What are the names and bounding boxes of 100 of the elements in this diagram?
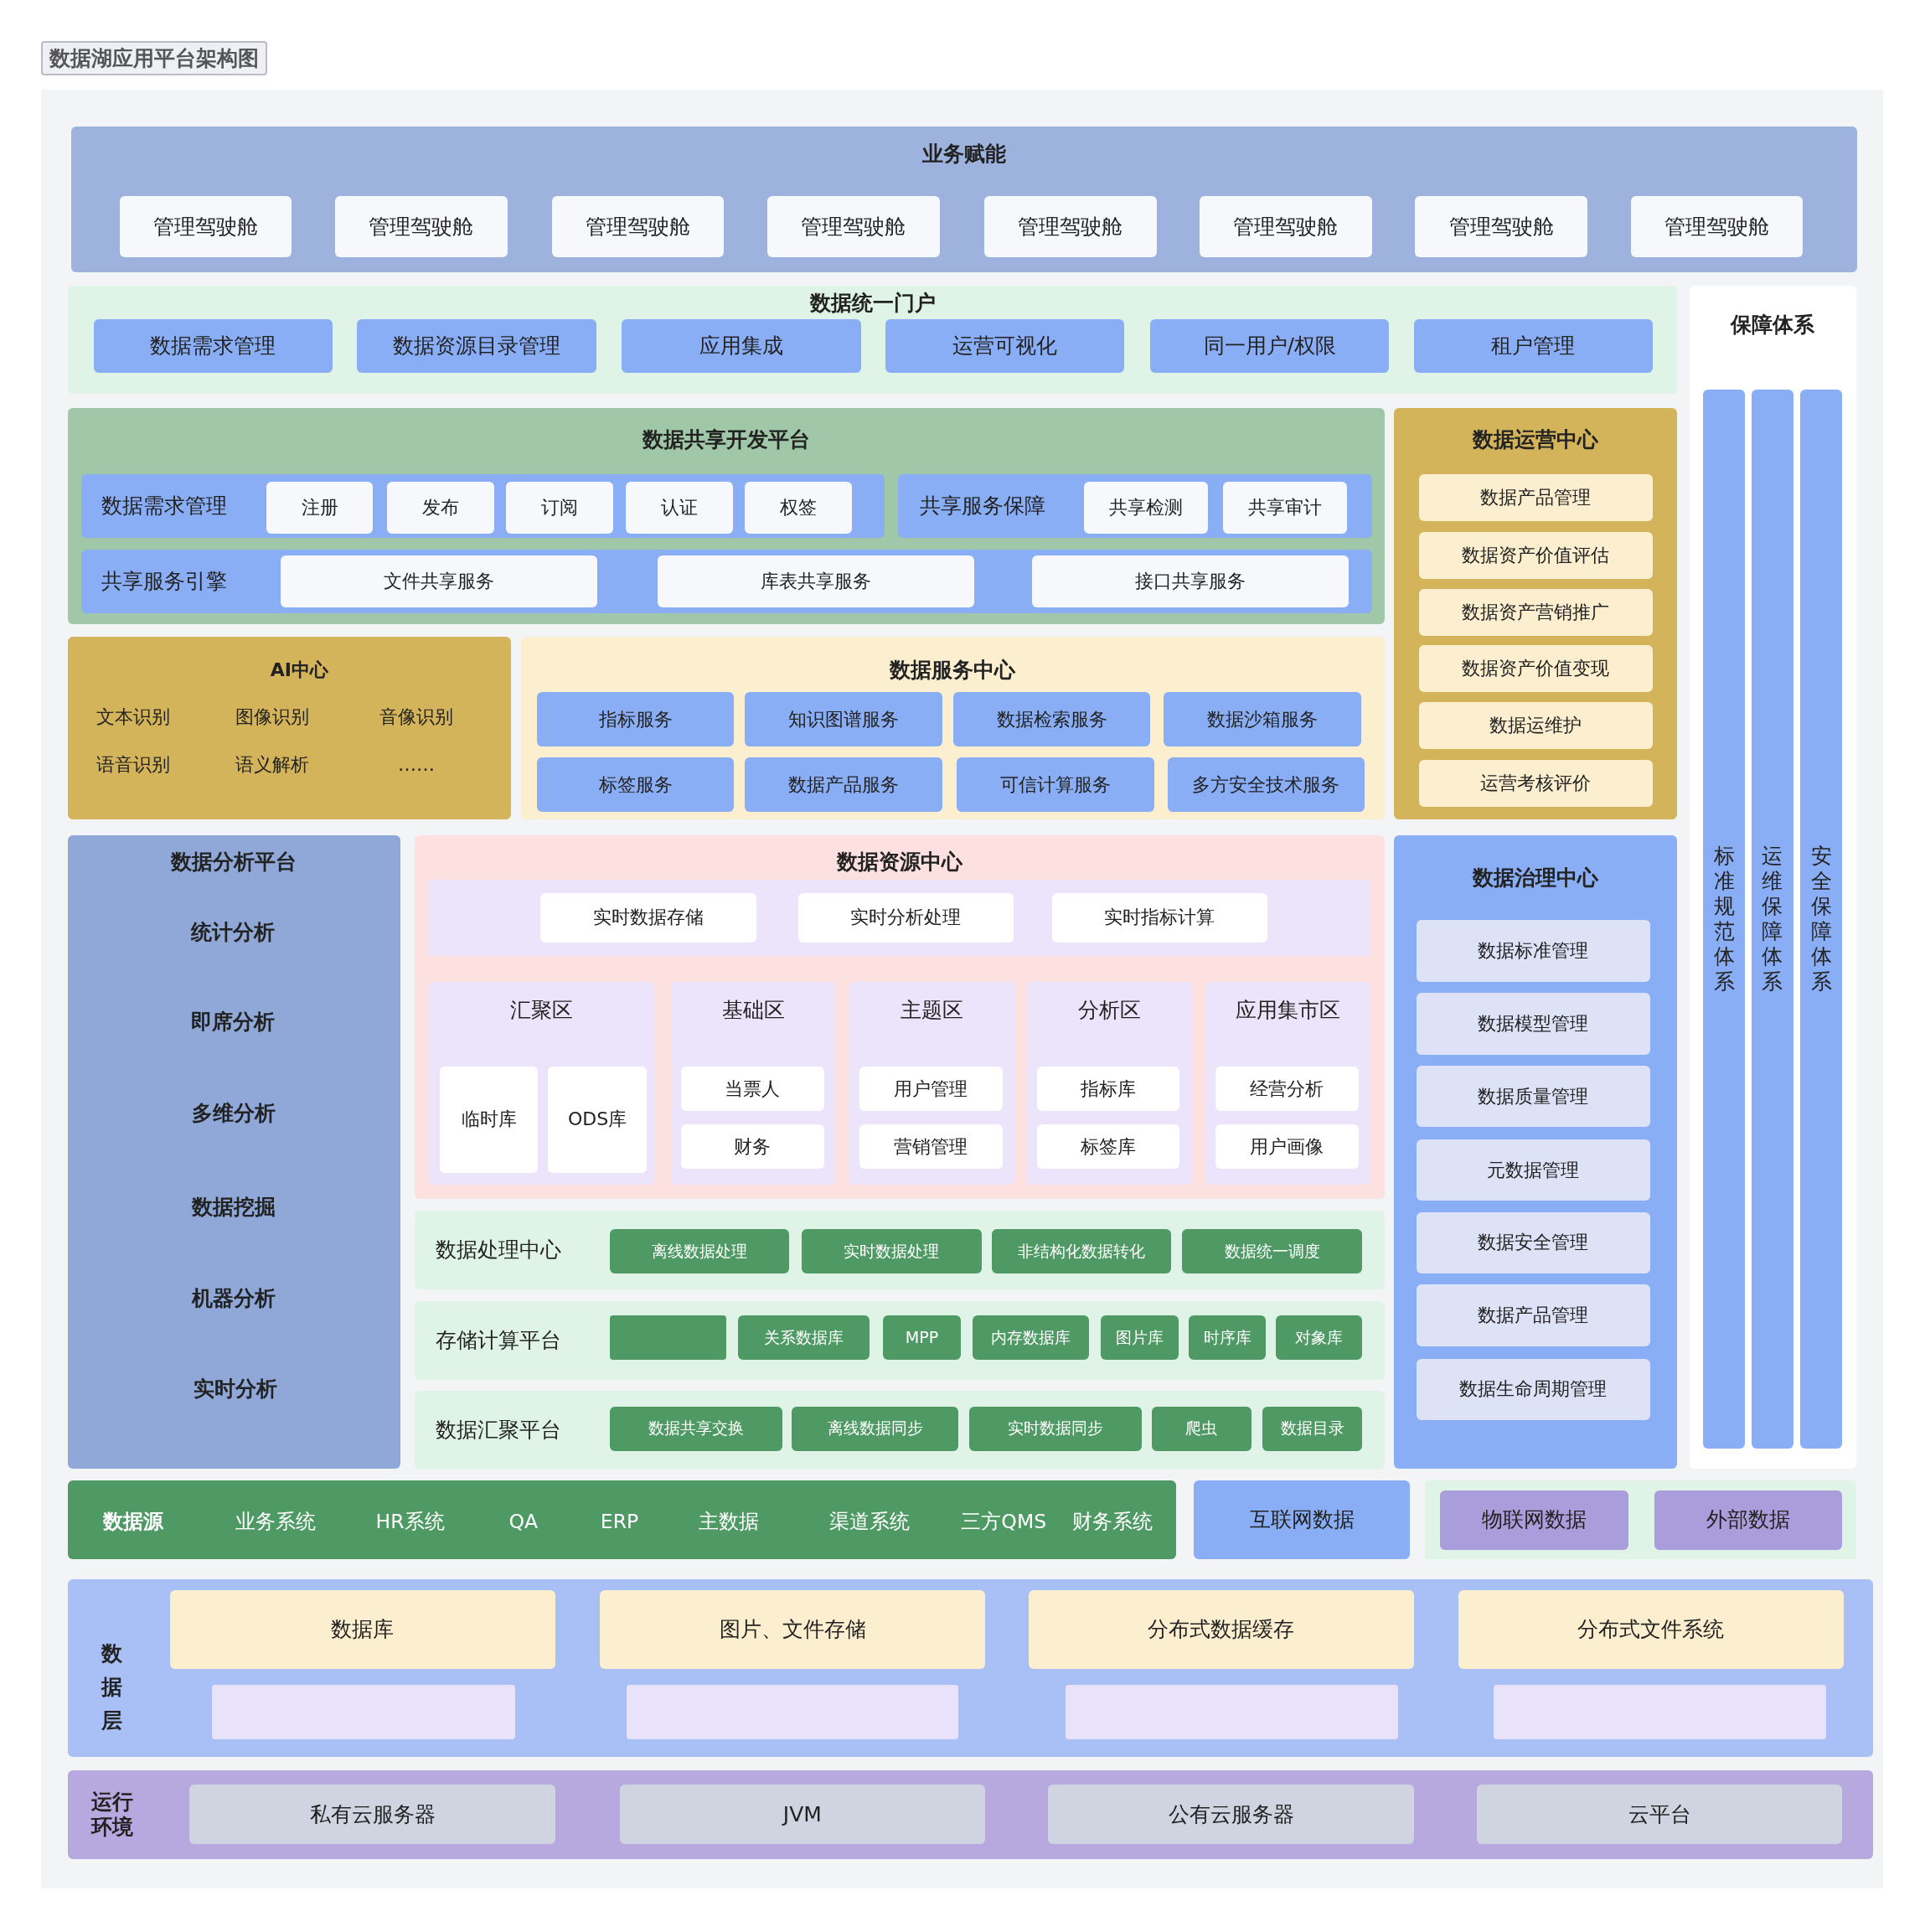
box-label: 数据质量管理 (1478, 1085, 1589, 1108)
box-label: 数据标准管理 (1478, 939, 1589, 963)
section-title: 存储计算平台 (436, 1327, 562, 1353)
box-label: 临时库 (461, 1108, 517, 1131)
box (189, 1785, 556, 1844)
box-label: 数据资源目录管理 (392, 333, 560, 359)
box (1150, 318, 1390, 374)
item-text: ERP (600, 1509, 639, 1533)
ai-panel (67, 637, 512, 819)
section-title: 运行环境 (90, 1789, 133, 1840)
item-text: 实时分析 (193, 1377, 277, 1403)
box (627, 1685, 958, 1739)
box-label: 分布式文件系统 (1577, 1617, 1725, 1643)
section-title: 数据服务中心 (890, 657, 1016, 683)
box-label: 可信计算服务 (999, 773, 1111, 796)
box (681, 1067, 824, 1112)
section-title: 分析区 (1078, 997, 1142, 1023)
box-label: 财务 (734, 1135, 772, 1158)
box (1188, 1315, 1267, 1361)
box (1182, 1229, 1363, 1274)
box-label: 订阅 (541, 496, 579, 519)
box-label: 数据生命周期管理 (1459, 1378, 1608, 1401)
box (93, 318, 333, 374)
section-panel (67, 286, 1678, 395)
box (952, 692, 1151, 746)
box (1215, 1067, 1359, 1112)
box-label: 数据需求管理 (150, 333, 276, 359)
section-panel (67, 1769, 1874, 1859)
box (537, 757, 735, 812)
item-text: 文本识别 (95, 705, 170, 728)
box (169, 1590, 556, 1670)
box-label: 数据资产价值评估 (1462, 544, 1610, 567)
box-label: 数据安全管理 (1478, 1232, 1589, 1254)
group-band (81, 474, 885, 539)
column-bar (1703, 389, 1746, 1449)
box (439, 1067, 539, 1173)
box-label: 管理驾驶舱 (1448, 214, 1554, 240)
box (1215, 1124, 1359, 1170)
item-text: 财务系统 (1071, 1509, 1153, 1533)
box (973, 1315, 1089, 1361)
box-label: 管理驾驶舱 (1233, 214, 1339, 240)
section-title: 数据运营中心 (1473, 426, 1599, 452)
section-panel (415, 1300, 1385, 1380)
section-title: 应用集市区 (1236, 997, 1341, 1023)
box-label: 管理驾驶舱 (1018, 214, 1123, 240)
box-label: 库表共享服务 (761, 570, 871, 593)
box-label: 实时分析处理 (850, 907, 962, 929)
section-title: 数据治理中心 (1473, 865, 1599, 891)
item-text: 三方QMS (961, 1509, 1047, 1533)
box-label: 时序库 (1203, 1328, 1252, 1348)
item-text: 机器分析 (192, 1285, 276, 1311)
box-label: 数据目录 (1280, 1419, 1344, 1439)
item-text: 语义解析 (235, 753, 309, 777)
box-label: 运营可视化 (952, 333, 1058, 359)
section-title: 基础区 (722, 997, 786, 1023)
item-text: 即席分析 (190, 1010, 275, 1036)
section-title: 数据汇聚平台 (436, 1417, 562, 1443)
box (1413, 318, 1654, 374)
box (334, 195, 508, 258)
section-title: 数据源 (102, 1509, 163, 1533)
section-panel (415, 1390, 1385, 1470)
box-label: 认证 (660, 496, 698, 519)
item-text: 图像识别 (235, 705, 309, 728)
box-label: 标签服务 (598, 773, 673, 796)
box (957, 757, 1154, 812)
section-title: 数据共享开发平台 (642, 426, 810, 452)
box (1439, 1490, 1628, 1550)
box (1418, 702, 1654, 749)
section-title: 数据需求管理 (101, 493, 227, 519)
box (1416, 1211, 1651, 1274)
box-label: 数据产品服务 (788, 773, 900, 796)
section-panel (71, 127, 1858, 272)
item-text: HR系统 (375, 1509, 445, 1533)
box-label: 标签库 (1081, 1135, 1137, 1158)
box-label: 同一用户/权限 (1203, 333, 1336, 359)
box-label: 实时指标计算 (1104, 907, 1215, 929)
box (1418, 645, 1654, 693)
box (1416, 920, 1651, 982)
item-text: 音像识别 (379, 705, 453, 728)
box-label: 对象库 (1295, 1328, 1344, 1348)
item-text: 语音识别 (95, 753, 170, 777)
box (1083, 481, 1209, 534)
box (281, 555, 598, 607)
box (766, 195, 940, 258)
box (537, 692, 735, 746)
box (859, 1067, 1003, 1112)
box-label: 图片、文件存储 (719, 1617, 866, 1643)
box (540, 892, 756, 943)
box-label: 管理驾驶舱 (801, 214, 906, 240)
box-label: 数据产品管理 (1480, 486, 1592, 509)
box (1415, 195, 1588, 258)
box-label: 关系数据库 (763, 1328, 844, 1348)
box (357, 318, 596, 374)
item-text: 多维分析 (192, 1101, 276, 1127)
box (1222, 481, 1348, 534)
box (600, 1590, 986, 1670)
section-panel (67, 407, 1385, 625)
box (859, 1124, 1003, 1170)
box (609, 1229, 790, 1274)
section-title: 共享服务保障 (920, 493, 1046, 519)
